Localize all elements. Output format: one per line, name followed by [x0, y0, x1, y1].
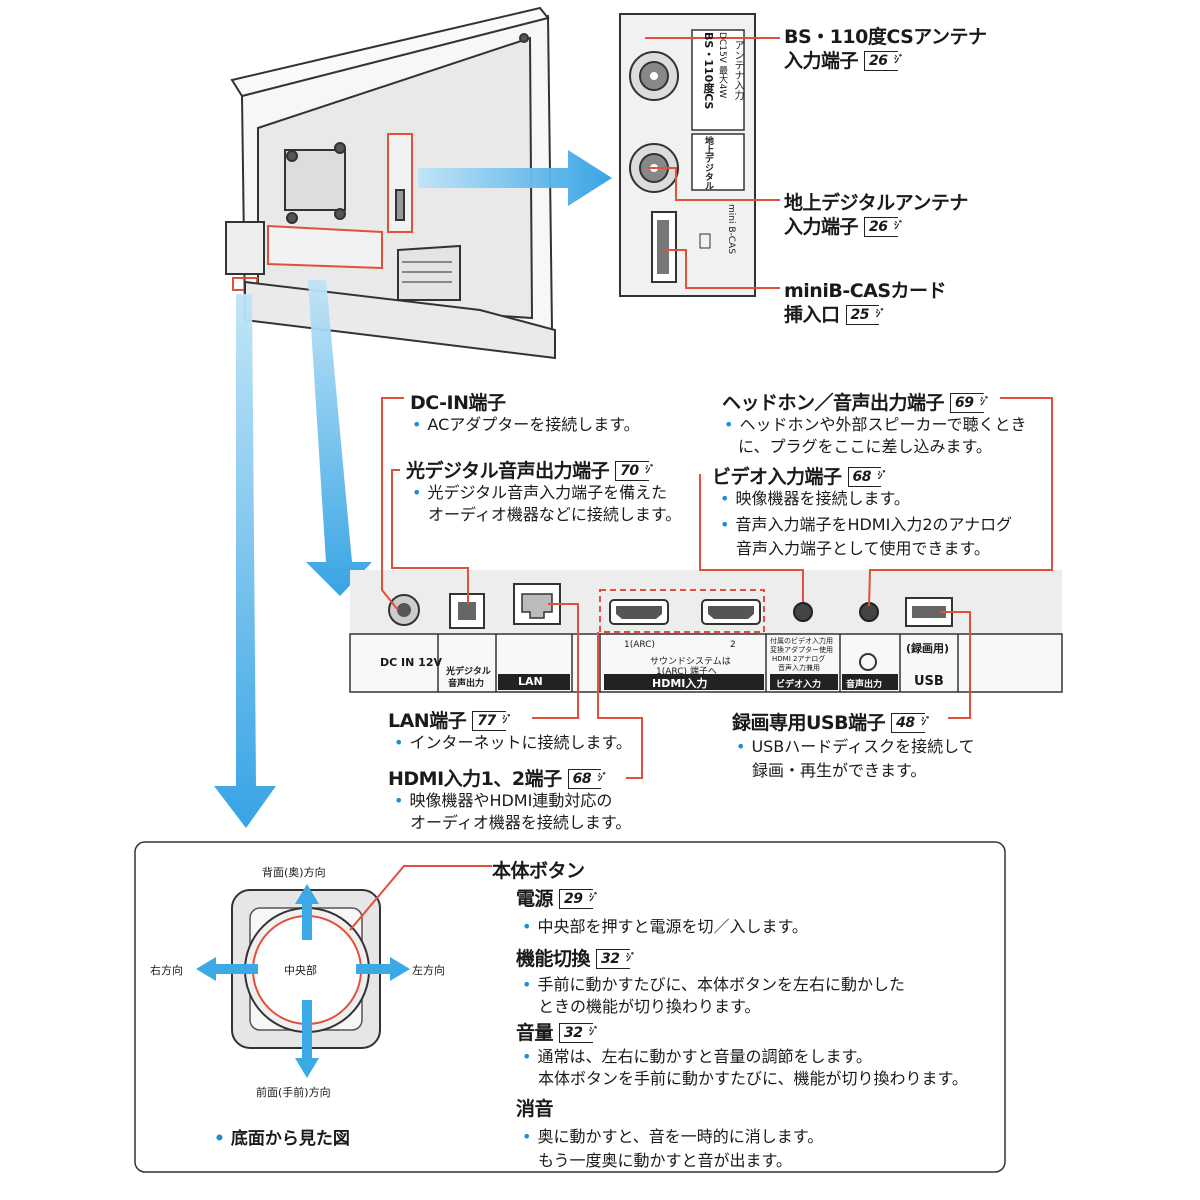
dc-in-title: DC-IN端子	[410, 392, 506, 414]
antenna-terrestrial-title: 地上デジタルアンテナ	[784, 192, 968, 214]
antenna-terrestrial-ref: 26	[864, 217, 904, 237]
minib-cas-title: miniB-CASカード	[784, 280, 947, 302]
usb-ref: 48	[891, 713, 931, 733]
port-label-hdmi: HDMI入力	[652, 677, 708, 690]
optical-desc2: オーディオ機器などに接続します。	[428, 505, 682, 524]
volume-ref: 32	[559, 1023, 599, 1043]
antenna-bs-ref: 26	[864, 51, 904, 71]
function-ref: 32	[596, 949, 636, 969]
side-text-bs: BS・110度CS	[702, 32, 715, 110]
power-ref: 29	[559, 889, 599, 909]
port-label-lan: LAN	[518, 675, 543, 688]
video-in-desc1: 映像機器を接続します。	[720, 488, 909, 510]
port-label-dcin: DC IN 12V	[380, 656, 442, 669]
arrow-to-side-panel	[418, 150, 612, 206]
usb-desc1: USBハードディスクを接続して	[736, 736, 974, 758]
headphone-ref: 69	[950, 393, 990, 413]
minib-cas-ref: 25	[845, 305, 886, 325]
port-label-hdmi-note2: 1(ARC) 端子へ	[656, 667, 717, 677]
port-label-usb-rec: (録画用)	[906, 642, 950, 655]
video-in-desc2: 音声入力端子をHDMI入力2のアナログ	[720, 514, 1012, 536]
antenna-bs-title: BS・110度CSアンテナ	[784, 26, 987, 48]
optical-desc1: 光デジタル音声入力端子を備えた	[412, 482, 667, 504]
function-desc2: ときの機能が切り換わります。	[538, 997, 761, 1016]
lan-ref: 77	[472, 711, 512, 731]
video-in-ref: 68	[847, 467, 888, 487]
port-label-video-note1: 付属のビデオ入力用	[770, 637, 833, 645]
port-label-video-note2: 変換アダプター使用	[770, 646, 833, 654]
port-label-audio-out: 音声出力	[846, 680, 883, 690]
hdmi-desc1: 映像機器やHDMI連動対応の	[394, 790, 612, 812]
body-button-illustration	[231, 865, 492, 1049]
direction-front-label: 前面(手前)方向	[256, 1086, 331, 1099]
mute-title: 消音	[516, 1098, 554, 1120]
port-label-hdmi-note1: サウンドシステムは	[650, 657, 731, 667]
direction-back-label: 背面(奥)方向	[262, 866, 326, 879]
side-text-cas: mini B-CAS	[726, 204, 736, 254]
port-label-optical2: 音声出力	[448, 679, 485, 689]
hdmi-desc2: オーディオ機器を接続します。	[410, 813, 632, 832]
volume-desc1: 通常は、左右に動かすと音量の調節をします。	[522, 1046, 871, 1068]
arrow-to-bottom-view	[214, 294, 276, 828]
direction-arrows	[196, 884, 410, 1078]
center-label: 中央部	[284, 964, 317, 977]
port-label-optical1: 光デジタル	[446, 667, 491, 677]
headphone-desc2: に、プラグをここに差し込みます。	[738, 437, 992, 456]
port-label-hdmi2: 2	[730, 640, 736, 650]
side-text-antenna: アンテナ入力	[732, 40, 743, 100]
port-label-video-note4: 音声入力兼用	[778, 664, 820, 672]
hdmi-ref: 68	[567, 769, 608, 789]
port-label-video-note3: HDMI 2アナログ	[772, 655, 826, 663]
mute-desc2: もう一度奥に動かすと音が出ます。	[538, 1151, 792, 1170]
dc-in-desc: ACアダプターを接続します。	[412, 414, 639, 436]
power-desc: 中央部を押すと電源を切／入します。	[522, 916, 807, 938]
function-desc1: 手前に動かすたびに、本体ボタンを左右に動かした	[522, 974, 905, 996]
direction-left-label: 左方向	[412, 964, 445, 977]
side-antenna-panel	[619, 13, 756, 297]
port-label-video: ビデオ入力	[776, 680, 822, 690]
port-label-hdmi1: 1(ARC)	[624, 640, 655, 650]
port-label-usb: USB	[914, 674, 944, 689]
mute-desc1: 奥に動かすと、音を一時的に消します。	[522, 1126, 823, 1148]
side-text-dc: DC15V 最大4W	[717, 32, 727, 99]
bottom-view-caption: 底面から見た図	[214, 1128, 350, 1150]
tv-back-illustration	[225, 6, 556, 360]
lan-desc: インターネットに接続します。	[394, 732, 631, 754]
callout-lines	[381, 37, 1053, 779]
usb-desc2: 録画・再生ができます。	[752, 761, 927, 780]
bottom-view-box	[134, 841, 1006, 1173]
direction-right-label: 右方向	[150, 964, 183, 977]
arrow-to-port-panel	[306, 280, 372, 596]
volume-desc2: 本体ボタンを手前に動かすたびに、機能が切り換わります。	[538, 1069, 968, 1088]
headphone-desc1: ヘッドホンや外部スピーカーで聴くとき	[724, 414, 1026, 436]
side-text-terrestrial: 地上デジタル	[703, 136, 713, 190]
optical-ref: 70	[615, 461, 655, 481]
video-in-desc3: 音声入力端子として使用できます。	[736, 539, 990, 558]
body-button-title: 本体ボタン	[492, 860, 585, 882]
